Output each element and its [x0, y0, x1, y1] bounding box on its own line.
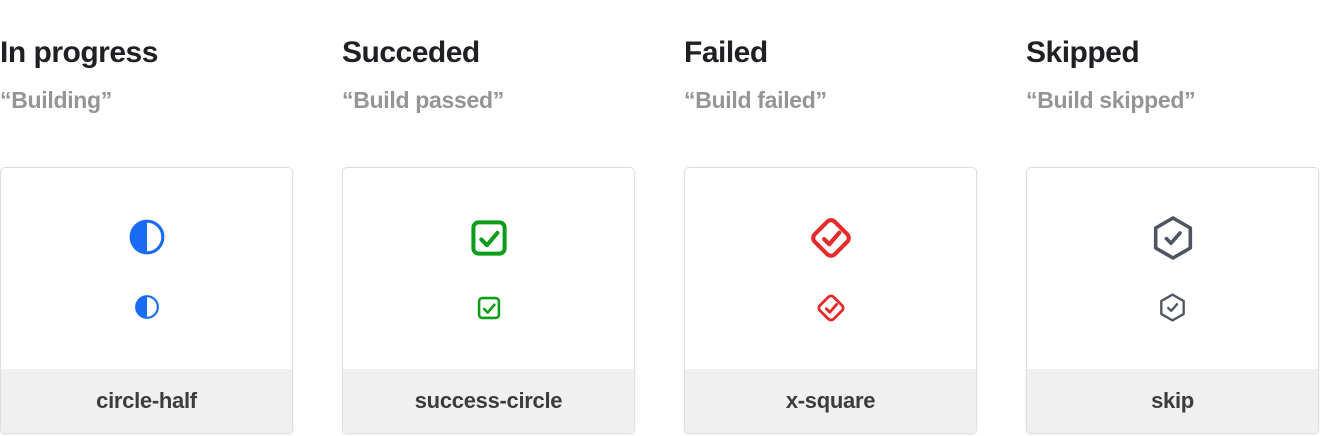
- check-diamond-icon: [810, 217, 851, 258]
- column-succeded: Succeded “Build passed”: [342, 0, 635, 436]
- icon-name-label: skip: [1027, 369, 1318, 433]
- column-title: Failed: [684, 36, 768, 69]
- icon-card-skip: skip: [1026, 167, 1319, 434]
- column-title: Succeded: [342, 36, 480, 69]
- icon-preview-area: [1027, 168, 1318, 369]
- icon-name-label: success-circle: [343, 369, 634, 433]
- column-subtitle: “Build passed”: [342, 87, 504, 113]
- column-skipped: Skipped “Build skipped”: [1026, 0, 1319, 436]
- icon-preview-area: [1, 168, 292, 369]
- icon-card-success-circle: success-circle: [342, 167, 635, 434]
- column-subtitle: “Build failed”: [684, 87, 827, 113]
- icon-preview-area: [685, 168, 976, 369]
- check-hexagon-icon: [1160, 293, 1185, 322]
- circle-half-icon: [134, 294, 159, 319]
- column-in-progress: In progress “Building”: [0, 0, 293, 436]
- icon-card-x-square: x-square: [684, 167, 977, 434]
- column-subtitle: “Build skipped”: [1026, 87, 1196, 113]
- column-title: In progress: [0, 36, 158, 69]
- check-hexagon-icon: [1153, 216, 1192, 260]
- icon-preview-area: [343, 168, 634, 369]
- check-square-icon: [470, 219, 507, 256]
- check-diamond-icon: [816, 293, 845, 322]
- column-title: Skipped: [1026, 36, 1140, 69]
- icon-card-circle-half: circle-half: [0, 167, 293, 434]
- column-failed: Failed “Build failed”: [684, 0, 977, 436]
- icon-name-label: x-square: [685, 369, 976, 433]
- icon-name-label: circle-half: [1, 369, 292, 433]
- check-square-icon: [477, 296, 500, 319]
- circle-half-icon: [129, 219, 164, 254]
- column-subtitle: “Building”: [0, 87, 112, 113]
